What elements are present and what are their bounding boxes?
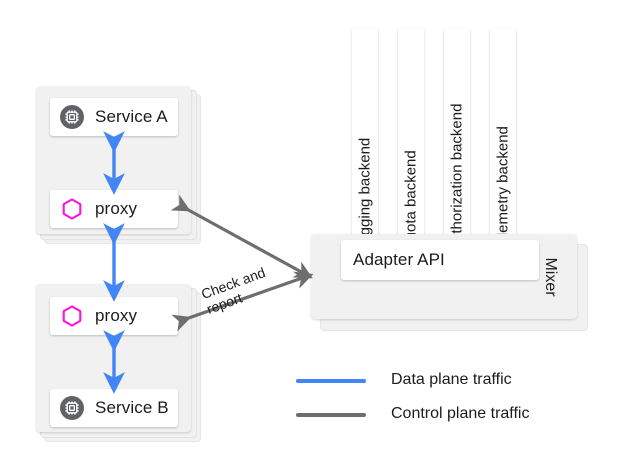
node-service-b-label: Service B	[95, 398, 169, 417]
hexagon-icon	[59, 196, 85, 222]
chip-icon	[59, 395, 85, 421]
legend-data-plane-label: Data plane traffic	[391, 371, 512, 388]
edge-proxy-a-mixer	[170, 194, 313, 279]
node-proxy-b[interactable]: proxy	[50, 297, 178, 335]
node-service-a-label: Service A	[95, 107, 168, 126]
node-proxy-a-label: proxy	[95, 199, 138, 218]
legend-data-plane-swatch	[296, 379, 366, 383]
backend-authorization-label: Authorization backend	[448, 103, 466, 252]
node-service-b[interactable]: Service B	[50, 389, 178, 427]
node-service-a[interactable]: Service A	[50, 98, 178, 136]
chip-icon	[59, 104, 85, 130]
backend-logging[interactable]: Logging backend	[352, 28, 378, 260]
legend-control-plane-swatch	[296, 413, 366, 417]
backend-authorization[interactable]: Authorization backend	[444, 28, 470, 260]
backend-quota[interactable]: Quota backend	[398, 28, 424, 260]
node-proxy-b-label: proxy	[95, 306, 138, 325]
legend-control-plane-label: Control plane traffic	[391, 405, 530, 422]
adapter-api-box[interactable]: Adapter API	[341, 240, 539, 280]
check-and-report-caption: Check and report	[199, 264, 273, 317]
mixer-label: Mixer	[542, 257, 559, 297]
hexagon-icon	[59, 303, 85, 329]
backend-telemetry[interactable]: Telemetry backend	[490, 28, 516, 260]
node-proxy-a[interactable]: proxy	[50, 190, 178, 228]
adapter-api-label: Adapter API	[353, 250, 445, 269]
